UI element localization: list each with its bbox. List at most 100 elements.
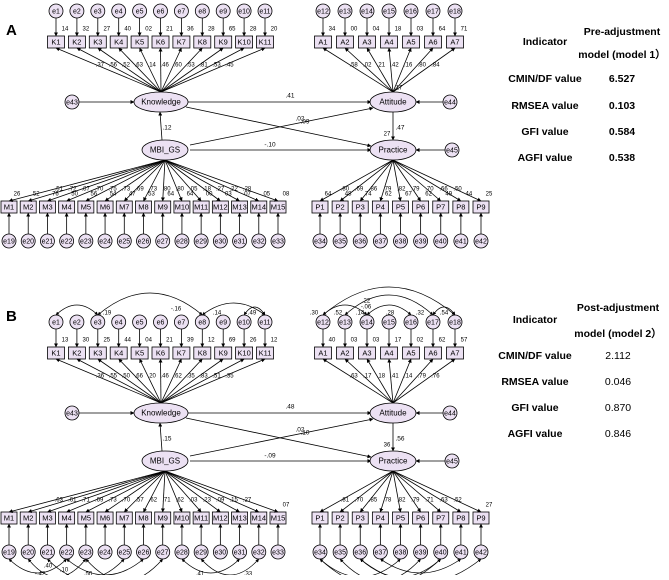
indicator-label: K11 bbox=[259, 37, 272, 46]
loading-arrow bbox=[158, 47, 163, 93]
error-term-label: e37 bbox=[375, 549, 387, 556]
error-term-label: e13 bbox=[339, 8, 351, 15]
indicator-label: A4 bbox=[384, 348, 393, 357]
indicator-label: P9 bbox=[476, 202, 485, 211]
r-squared-label: 03 bbox=[351, 338, 358, 344]
loading-arrow bbox=[392, 358, 456, 404]
loading-arrow bbox=[164, 159, 202, 202]
indicator-label: P7 bbox=[436, 513, 445, 522]
r-squared-label: 64 bbox=[325, 192, 332, 198]
r-squared-label: 71 bbox=[461, 27, 468, 33]
fit-table-b: Indicator Post-adjustment model (model 2… bbox=[490, 296, 665, 446]
loading-label: .23 bbox=[203, 497, 212, 503]
indicator-label: M5 bbox=[81, 202, 91, 211]
error-term-label: e41 bbox=[455, 549, 467, 556]
error-term-label: e39 bbox=[415, 549, 427, 556]
error-term-label: e28 bbox=[176, 549, 188, 556]
indicator-label: P2 bbox=[336, 513, 345, 522]
error-covariance-arc bbox=[322, 286, 456, 316]
loading-label: .69 bbox=[95, 497, 104, 503]
loading-label: .62 bbox=[176, 497, 185, 503]
covariance-label: -.06 bbox=[361, 305, 372, 311]
loading-arrow bbox=[379, 159, 394, 202]
r-squared-label: 27 bbox=[384, 132, 391, 138]
loading-arrow bbox=[392, 470, 402, 513]
fit-a-row-label: RMSEA value bbox=[511, 100, 579, 112]
latent-variable-label: MBI_GS bbox=[150, 457, 180, 466]
panel-b-diagram: e113K1.36e230K2.55e325K3.50e444K4.66e504… bbox=[0, 286, 493, 580]
error-term-label: e33 bbox=[272, 549, 284, 556]
indicator-label: M2 bbox=[23, 513, 33, 522]
r-squared-label: 02 bbox=[145, 27, 152, 33]
loading-label: .37 bbox=[96, 62, 105, 68]
loading-arrow bbox=[164, 470, 260, 513]
error-term-label: e18 bbox=[449, 319, 461, 326]
error-term-label: e14 bbox=[361, 8, 373, 15]
loading-arrow bbox=[160, 47, 266, 93]
loading-label: .05 bbox=[189, 186, 198, 192]
loading-arrow bbox=[366, 358, 394, 404]
loading-arrow bbox=[47, 470, 166, 513]
covariance-label: .14 bbox=[213, 311, 222, 317]
error-term-label: e15 bbox=[383, 8, 395, 15]
loading-arrow bbox=[47, 159, 166, 202]
indicator-label: A4 bbox=[384, 37, 393, 46]
fit-b-row-label: RMSEA value bbox=[501, 376, 569, 388]
error-term-label: e9 bbox=[219, 319, 227, 326]
path-knowledge-practice bbox=[185, 417, 372, 459]
r-squared-label: 62 bbox=[385, 192, 392, 198]
indicator-label: K7 bbox=[177, 37, 186, 46]
error-term-label: e8 bbox=[198, 319, 206, 326]
r-squared-label: 03 bbox=[373, 338, 380, 344]
loading-arrow bbox=[160, 47, 224, 93]
fit-b-row-label: CMIN/DF value bbox=[498, 350, 572, 362]
error-term-label: e6 bbox=[157, 319, 165, 326]
loading-label: .81 bbox=[341, 497, 350, 503]
error-term-label: e21 bbox=[42, 549, 54, 556]
loading-label: .20 bbox=[148, 373, 157, 379]
loading-arrow bbox=[160, 159, 166, 202]
loading-label: .52 bbox=[453, 497, 462, 503]
path-knowledge-practice bbox=[185, 106, 372, 148]
error-term-label: e16 bbox=[405, 319, 417, 326]
loading-label: .51 bbox=[55, 186, 64, 192]
loading-arrow bbox=[319, 470, 394, 513]
r-squared-label: 05 bbox=[263, 192, 270, 198]
loading-label: .80 bbox=[176, 186, 185, 192]
error-term-label: e3 bbox=[94, 319, 102, 326]
indicator-label: P9 bbox=[476, 513, 485, 522]
error-term-label: e2 bbox=[73, 8, 81, 15]
r-squared-label: 03 bbox=[417, 27, 424, 33]
indicator-label: A2 bbox=[340, 348, 349, 357]
loading-label: .45 bbox=[225, 62, 234, 68]
covariance-label: .22 bbox=[362, 299, 371, 305]
loading-arrow bbox=[392, 358, 434, 404]
loading-arrow bbox=[392, 470, 421, 513]
indicator-label: P6 bbox=[416, 202, 425, 211]
error-term-label: e23 bbox=[80, 238, 92, 245]
indicator-label: P5 bbox=[396, 202, 405, 211]
loading-label: .63 bbox=[439, 497, 448, 503]
r-squared-label: 64 bbox=[167, 192, 174, 198]
loading-arrow bbox=[160, 47, 203, 93]
loading-arrow bbox=[118, 47, 162, 93]
indicator-label: K3 bbox=[93, 348, 102, 357]
indicator-label: P2 bbox=[336, 202, 345, 211]
loading-arrow bbox=[104, 159, 166, 202]
error-term-label: e23 bbox=[80, 549, 92, 556]
error-covariance-arc bbox=[380, 558, 462, 574]
error-term-label: e41 bbox=[455, 238, 467, 245]
loading-arrow bbox=[139, 47, 162, 93]
error-term-label: e40 bbox=[435, 238, 447, 245]
loading-arrow bbox=[339, 159, 394, 202]
indicator-label: K6 bbox=[156, 348, 165, 357]
indicator-label: P6 bbox=[416, 513, 425, 522]
fit-a-row-label: CMIN/DF value bbox=[508, 73, 582, 85]
loading-label: .15 bbox=[229, 497, 238, 503]
loading-arrow bbox=[124, 470, 166, 513]
loading-label: .80 bbox=[341, 186, 350, 192]
panel-b-letter: B bbox=[6, 308, 17, 325]
fit-b-row-label: AGFI value bbox=[507, 428, 563, 440]
r-squared-label: 25 bbox=[486, 192, 493, 198]
indicator-label: M13 bbox=[232, 202, 247, 211]
